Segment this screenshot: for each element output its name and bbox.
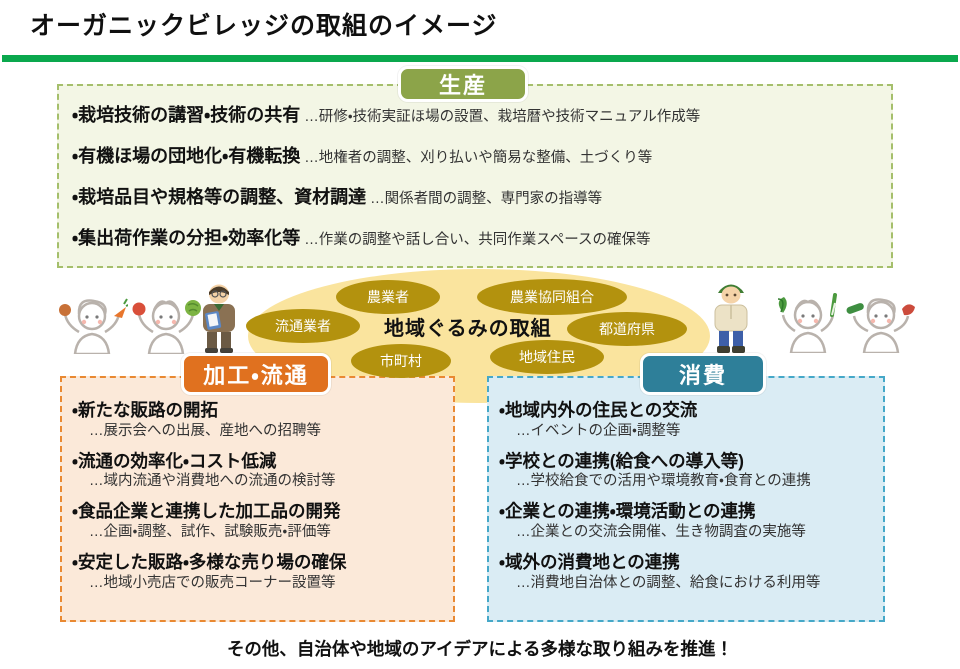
production-item-head: ・栽培技術の講習・技術の共有 [72,105,301,125]
production-item: ・栽培技術の講習・技術の共有…研修・技術実証ほ場の設置、栽培暦や技術マニュアル作… [72,101,884,127]
consumption-item-head: ・域外の消費地との連携 [499,551,680,572]
processing-item-list: ・新たな販路の開拓 …展示会への出展、産地への招聘等 ・流通の効率化・コスト低減… [72,399,450,601]
processing-item: ・流通の効率化・コスト低減 …域内流通や消費地への流通の検討等 [72,450,450,492]
processing-item-detail: …展示会への出展、産地への招聘等 [89,422,321,439]
woman-with-vegetables-icon [59,298,128,354]
processing-item: ・安定した販路・多様な売り場の確保 …地域小売店での販売コーナー設置等 [72,551,450,593]
processing-item: ・新たな販路の開拓 …展示会への出展、産地への招聘等 [72,399,450,441]
consumption-item: ・企業との連携・環境活動との連携 …企業との交流会開催、生き物調査の実施等 [499,500,881,542]
production-item-head: ・集出荷作業の分担・効率化等 [72,228,301,248]
production-item-head: ・栽培品目や規格等の調整、資材調達 [72,187,367,207]
consumption-item-head: ・地域内外の住民との交流 [499,400,698,420]
consumption-item-head: ・企業との連携・環境活動との連携 [499,501,756,522]
consumption-item: ・学校との連携(給食への導入等) …学校給食での活用や環境教育・食育との連携 [499,450,881,492]
consumption-item-detail: …イベントの企画・調整等 [516,422,681,439]
production-item-list: ・栽培技術の講習・技術の共有…研修・技術実証ほ場の設置、栽培暦や技術マニュアル作… [72,101,884,265]
stakeholder-pill-prefecture: 都道府県 [567,312,687,346]
consumption-section-chip: 消費 [640,353,766,395]
stakeholder-pill-municipality: 市町村 [351,344,451,378]
stakeholder-pill-farmers: 農業者 [336,280,440,314]
footer-note: その他、自治体や地域のアイデアによる多様な取り組みを推進！ [226,639,734,659]
processing-item: ・食品企業と連携した加工品の開発 …企画・調整、試作、試験販売・評価等 [72,500,450,542]
processing-item-head: ・安定した販路・多様な売り場の確保 [72,551,347,572]
man-with-vegetables-icon [132,300,201,354]
processing-item-detail: …地域小売店での販売コーナー設置等 [89,574,336,591]
processing-item-detail: …企画・調整、試作、試験販売・評価等 [89,523,331,540]
processing-item-head: ・流通の効率化・コスト低減 [72,450,277,471]
person-with-vegetables-icon [846,298,915,353]
processing-item-detail: …域内流通や消費地への流通の検討等 [89,473,336,490]
consumption-section-box [487,376,885,622]
processing-item-head: ・新たな販路の開拓 [72,400,218,420]
farmer-standing-icon [714,284,748,353]
production-item: ・有機ほ場の団地化・有機転換…地権者の調整、刈り払いや簡易な整備、土づくり等 [72,142,884,168]
consumption-item-head: ・学校との連携(給食への導入等) [499,450,744,471]
title-underline-bar [2,55,958,62]
production-item-detail: …研修・技術実証ほ場の設置、栽培暦や技術マニュアル作成等 [304,109,701,125]
stakeholder-pill-agricultural-coop: 農業協同組合 [477,279,627,315]
page-title: オーガニックビレッジの取組のイメージ [30,12,498,40]
production-item-detail: …関係者間の調整、専門家の指導等 [370,191,603,207]
production-item: ・栽培品目や規格等の調整、資材調達…関係者間の調整、専門家の指導等 [72,183,884,209]
production-item-head: ・有機ほ場の団地化・有機転換 [72,146,301,166]
farmer-with-clipboard-icon [203,284,235,353]
production-item-detail: …地権者の調整、刈り払いや簡易な整備、土づくり等 [304,150,653,166]
processing-section-chip: 加工・流通 [181,353,331,395]
community-center-label: 地域ぐるみの取組 [384,318,552,340]
processing-section-box [60,376,455,622]
consumption-item: ・地域内外の住民との交流 …イベントの企画・調整等 [499,399,881,441]
production-section-box [57,84,893,268]
stakeholder-pill-residents: 地域住民 [490,340,604,374]
consumption-item: ・域外の消費地との連携 …消費地自治体との調整、給食における利用等 [499,551,881,593]
production-item-detail: …作業の調整や話し合い、共同作業スペースの確保等 [304,232,651,248]
stakeholder-pill-distributors: 流通業者 [246,309,360,343]
consumption-item-detail: …企業との交流会開催、生き物調査の実施等 [516,523,806,540]
consumption-item-detail: …消費地自治体との調整、給食における利用等 [516,574,821,591]
person-with-greens-icon [777,293,837,353]
production-item: ・集出荷作業の分担・効率化等…作業の調整や話し合い、共同作業スペースの確保等 [72,224,884,250]
consumption-item-list: ・地域内外の住民との交流 …イベントの企画・調整等 ・学校との連携(給食への導入… [499,399,881,601]
processing-item-head: ・食品企業と連携した加工品の開発 [72,501,341,522]
consumption-item-detail: …学校給食での活用や環境教育・食育との連携 [516,473,811,490]
production-section-chip: 生産 [398,66,528,102]
